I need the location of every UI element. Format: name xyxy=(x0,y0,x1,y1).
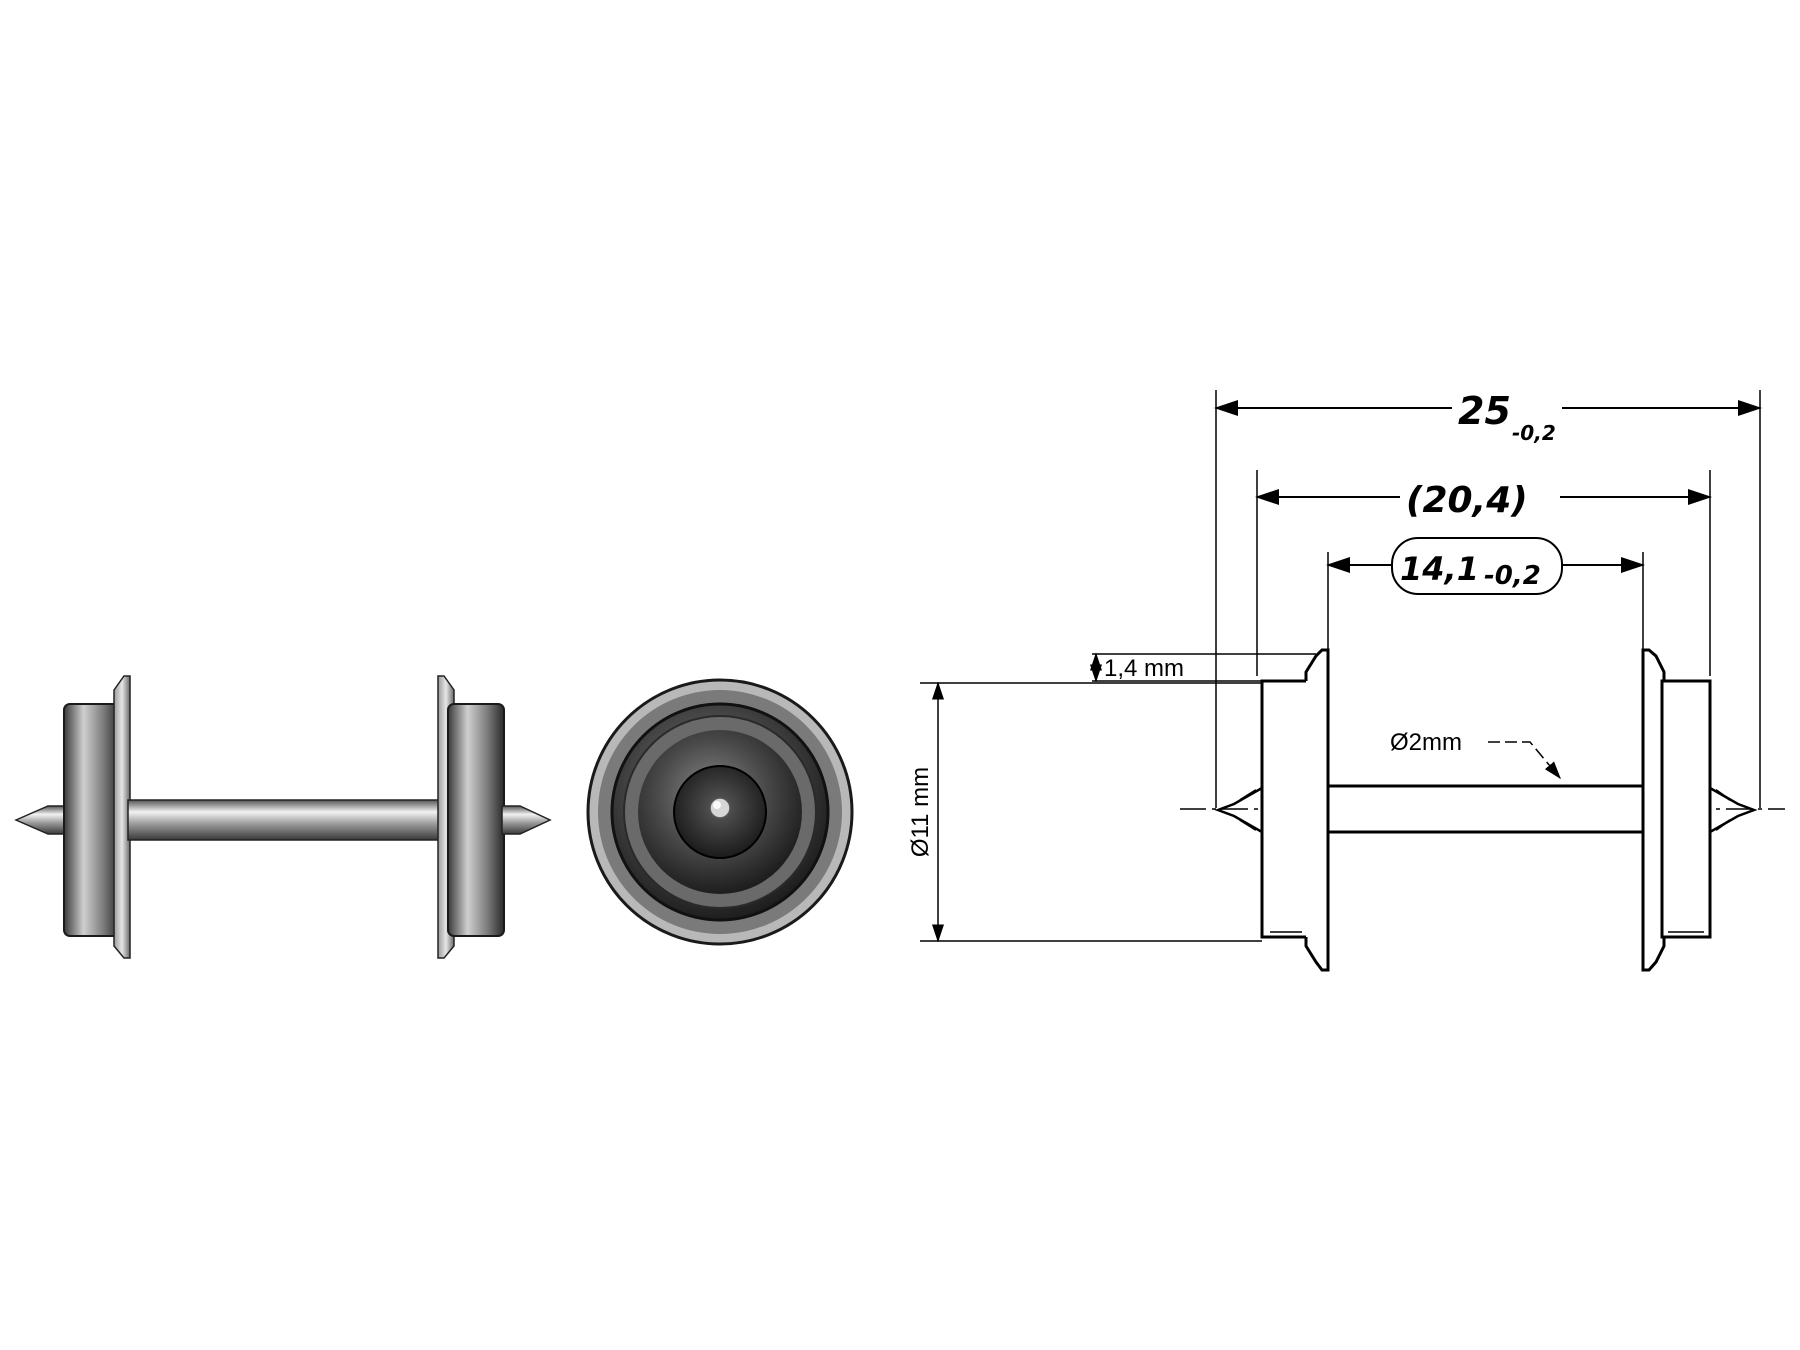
left-wheel-tread xyxy=(63,703,121,937)
back-to-back-callout xyxy=(1391,537,1563,595)
dim-wheel-diameter: Ø11 mm xyxy=(907,767,934,857)
drawing-right-pin xyxy=(1709,786,1758,834)
drawing-left-pin xyxy=(1214,786,1263,834)
dim-flange-height: 1,4 mm xyxy=(1104,655,1184,682)
drawing-axle xyxy=(1326,784,1645,834)
dim-axle-diameter: Ø2mm xyxy=(1390,729,1462,756)
dim-back-to-back: 14,1 xyxy=(1400,550,1479,588)
left-wheel-flange xyxy=(113,675,131,959)
left-axle-pin xyxy=(14,805,67,835)
dim-overall-tolerance: -0,2 xyxy=(1512,421,1556,445)
drawing-left-flange xyxy=(1304,648,1330,972)
dim-over-flanges: (20,4) xyxy=(1406,480,1528,521)
drawing-right-wheel xyxy=(1660,679,1712,939)
right-wheel-tread xyxy=(447,703,505,937)
axle-tip xyxy=(709,797,731,819)
dim-back-to-back-tolerance: -0,2 xyxy=(1484,561,1541,591)
wheelset-photo-side xyxy=(14,675,552,959)
leader-axle-diameter xyxy=(1488,741,1561,780)
technical-drawing: 25 -0,2 (20,4) 14,1 -0,2 xyxy=(907,382,1785,972)
wheel-photo-front xyxy=(586,678,854,946)
axle-photo xyxy=(127,799,441,841)
dim-overall-length: 25 xyxy=(1458,389,1511,433)
right-axle-pin xyxy=(501,805,552,835)
